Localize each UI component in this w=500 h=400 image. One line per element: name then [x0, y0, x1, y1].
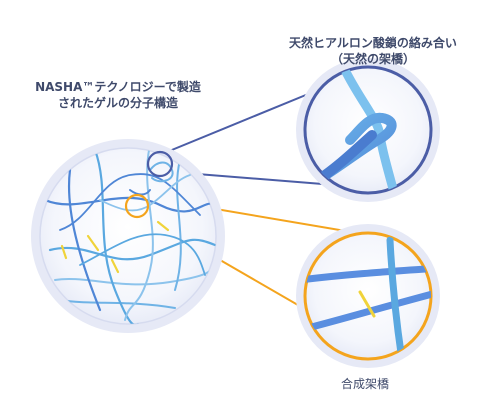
natural-label-line1: 天然ヒアルロン酸鎖の絡み合い [289, 36, 457, 50]
synthetic-crosslink-marker [124, 193, 150, 219]
natural-entanglement-marker [146, 150, 174, 178]
main-structure-circle [31, 139, 225, 333]
main-label-line2: されたゲルの分子構造 [57, 96, 178, 110]
natural-label-line2: （天然の架橋） [330, 52, 415, 66]
main-label-line1: NASHA™テクノロジーで製造 [35, 80, 201, 94]
main-structure-label: NASHA™テクノロジーで製造 されたゲルの分子構造 [18, 79, 218, 111]
natural-entanglement-label: 天然ヒアルロン酸鎖の絡み合い （天然の架橋） [268, 35, 478, 67]
synthetic-crosslinks [60, 220, 170, 274]
crosslink-bond [358, 290, 376, 318]
natural-entanglement-zoom [296, 58, 440, 202]
synthetic-crosslink-label: 合成架橋 [340, 377, 389, 391]
polymer-network [40, 148, 216, 324]
synthetic-crosslink-zoom [296, 224, 440, 368]
